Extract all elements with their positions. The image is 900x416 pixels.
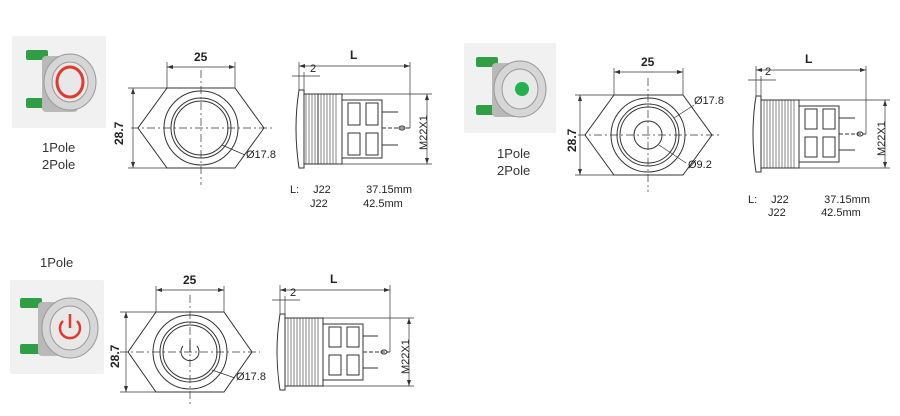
spec-row: L: J22 37.15mm	[290, 184, 412, 197]
diameter-dimension: Ø17.8	[236, 371, 266, 383]
dot-led-icon	[476, 57, 547, 118]
ring-led-icon	[26, 50, 97, 112]
pole-option: 1Pole	[497, 146, 531, 161]
width-dimension: 25	[183, 273, 197, 287]
inner-diameter-dimension: Ø9.2	[688, 159, 712, 171]
product-photo-dot-led	[464, 43, 556, 133]
length-dimension: L	[350, 48, 358, 62]
spec-row: J22 42.5mm	[310, 198, 403, 211]
product-photo-ring-led	[12, 36, 106, 128]
spec-row: J22 42.5mm	[768, 207, 861, 220]
pole-option: 1Pole	[40, 255, 74, 270]
spec-prefix: L:	[290, 184, 300, 196]
pole-option: 1Pole	[42, 140, 76, 155]
flange-dimension: 2	[310, 63, 317, 75]
spec-length: 37.15mm	[824, 194, 870, 206]
spec-length: 37.15mm	[366, 184, 412, 196]
thread-dimension: M22X1	[400, 339, 412, 374]
width-dimension: 25	[194, 50, 208, 64]
pole-option: 2Pole	[497, 163, 531, 178]
product-photo-power-symbol	[10, 280, 104, 374]
spec-prefix: L:	[748, 194, 758, 206]
length-dimension: L	[330, 272, 338, 286]
spec-row: L: J22 37.15mm	[748, 194, 870, 207]
spec-length: 42.5mm	[821, 207, 861, 219]
spec-model: J22	[771, 194, 789, 206]
diameter-dimension: Ø17.8	[694, 95, 724, 107]
spec-model: J22	[313, 184, 331, 196]
power-symbol-icon	[20, 297, 99, 359]
spec-model: J22	[768, 207, 786, 219]
spec-length: 42.5mm	[363, 198, 403, 210]
flange-dimension: 2	[765, 66, 772, 78]
pole-option: 2Pole	[42, 157, 76, 172]
width-dimension: 25	[641, 55, 655, 69]
spec-model: J22	[310, 198, 328, 210]
flange-dimension: 2	[290, 287, 297, 299]
length-dimension: L	[805, 52, 813, 66]
diameter-dimension: Ø17.8	[246, 149, 276, 161]
